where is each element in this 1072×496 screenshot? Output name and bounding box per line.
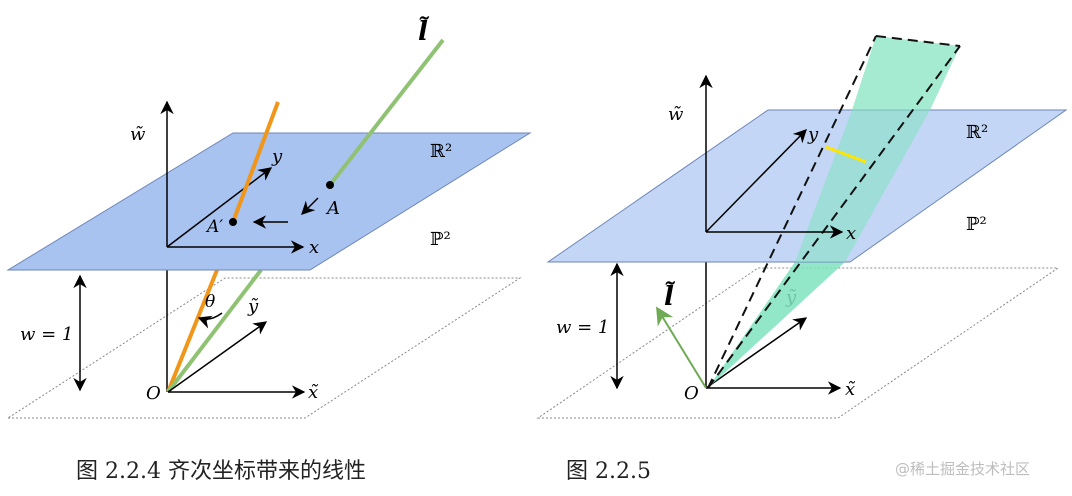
right-x-tilde-label: x̃ (845, 379, 856, 400)
left-y-tilde-label: ỹ (247, 296, 259, 317)
left-x-tilde-label: x̃ (308, 382, 319, 403)
left-green-line-upper (328, 38, 445, 187)
theta-label: θ (205, 292, 215, 312)
right-y-tilde-axis (705, 317, 808, 389)
right-l-label: l̃ (664, 281, 676, 312)
wedge-edge-left (707, 35, 877, 389)
left-y-tilde-axis (167, 321, 268, 393)
right-blue-plane (546, 109, 1068, 263)
teal-wedge-lower (708, 262, 845, 388)
wedge-edge-right (707, 45, 961, 389)
right-caption: 图 2.2.5 (566, 459, 651, 484)
theta-arc (197, 312, 223, 329)
watermark: @稀土掘金技术社区 (895, 460, 1030, 478)
left-orange-line-lower (166, 269, 219, 393)
right-P2-label: ℙ² (966, 214, 987, 235)
left-blue-plane (6, 132, 532, 271)
left-orange-line-upper (231, 101, 280, 223)
left-x-label: x (309, 237, 319, 258)
right-ground-plane (536, 267, 1060, 419)
left-green-line-lower (166, 268, 263, 394)
right-origin-label: O (684, 383, 699, 404)
point-A (326, 181, 334, 189)
teal-wedge-upper (852, 36, 960, 110)
yellow-segment (825, 145, 867, 164)
right-x-label: x (846, 223, 856, 244)
teal-wedge-mid (795, 110, 930, 262)
left-y-axis (166, 167, 273, 248)
right-w-label: w̃ (668, 104, 684, 125)
left-y-label: y (271, 146, 283, 167)
point-A-prime (229, 218, 237, 226)
right-l-arrow (656, 306, 707, 389)
right-y-axis (705, 129, 807, 233)
left-caption: 图 2.2.4 齐次坐标带来的线性 (76, 459, 366, 484)
right-height-label: w = 1 (556, 317, 609, 338)
point-A-label: A (325, 198, 340, 219)
left-arrow-diagonal (301, 197, 319, 215)
left-height-label: w = 1 (20, 324, 73, 345)
wedge-edge-top (875, 35, 961, 47)
left-figure: θ w = 1 O x̃ ỹ w̃ x y A′ A ℝ² ℙ² l̃ (6, 16, 532, 484)
left-origin-label: O (146, 383, 161, 404)
left-R2-label: ℝ² (430, 141, 452, 162)
right-R2-label: ℝ² (966, 122, 988, 143)
left-ground-plane (6, 277, 522, 419)
right-figure: O x̃ ỹ l̃ w = 1 w̃ x y ℝ² ℙ² 图 2.2. (536, 35, 1068, 484)
left-P2-label: ℙ² (430, 229, 451, 250)
left-l-label: l̃ (418, 16, 430, 47)
left-w-label: w̃ (130, 124, 146, 145)
point-A-prime-label: A′ (205, 217, 223, 237)
right-y-label: y (807, 124, 819, 145)
